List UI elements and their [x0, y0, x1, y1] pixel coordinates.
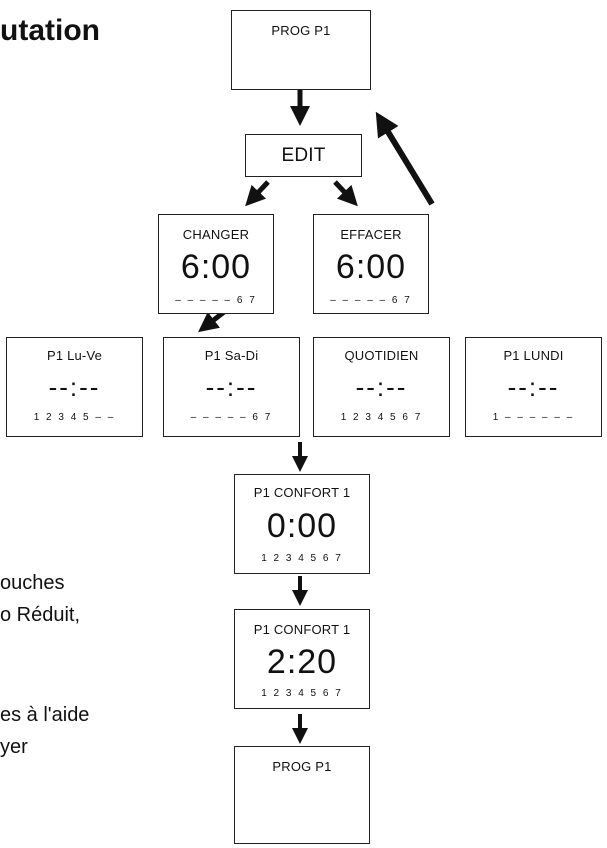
- quotidien-time: --:--: [355, 372, 408, 402]
- confort1-a-days: 1 2 3 4 5 6 7: [261, 553, 343, 564]
- p1-lundi-time: --:--: [507, 372, 560, 402]
- p1-luve-days: 1 2 3 4 5 – –: [33, 412, 116, 423]
- edit-title: EDIT: [281, 145, 326, 166]
- quotidien-title: QUOTIDIEN: [344, 348, 419, 363]
- side-text-line-1: ouches: [0, 572, 65, 594]
- arrow-effacer-to-prog: [375, 111, 435, 206]
- confort1-b-days: 1 2 3 4 5 6 7: [261, 688, 343, 699]
- effacer-box: EFFACER 6:00 – – – – – 6 7: [313, 214, 429, 314]
- side-text-line-4: yer: [0, 736, 28, 758]
- confort1-b-box: P1 CONFORT 1 2:20 1 2 3 4 5 6 7: [234, 609, 370, 709]
- prog-p1-bottom-title: PROG P1: [272, 759, 332, 774]
- p1-sadi-time: --:--: [205, 372, 258, 402]
- confort1-a-time: 0:00: [266, 507, 338, 545]
- p1-luve-box: P1 Lu-Ve --:-- 1 2 3 4 5 – –: [6, 337, 143, 437]
- p1-sadi-box: P1 Sa-Di --:-- – – – – – 6 7: [163, 337, 300, 437]
- p1-sadi-title: P1 Sa-Di: [204, 348, 259, 363]
- effacer-title: EFFACER: [340, 227, 402, 242]
- quotidien-box: QUOTIDIEN --:-- 1 2 3 4 5 6 7: [313, 337, 450, 437]
- arrow-edit-to-effacer: [333, 180, 358, 207]
- quotidien-days: 1 2 3 4 5 6 7: [340, 412, 423, 423]
- p1-lundi-box: P1 LUNDI --:-- 1 – – – – – –: [465, 337, 602, 437]
- changer-title: CHANGER: [182, 227, 250, 242]
- changer-box: CHANGER 6:00 – – – – – 6 7: [158, 214, 274, 314]
- edit-box: EDIT: [245, 134, 362, 177]
- page-heading: utation: [0, 14, 100, 47]
- effacer-days: – – – – – 6 7: [330, 295, 412, 306]
- confort1-a-box: P1 CONFORT 1 0:00 1 2 3 4 5 6 7: [234, 474, 370, 574]
- prog-p1-top-box: PROG P1: [231, 10, 371, 90]
- confort1-a-title: P1 CONFORT 1: [253, 485, 351, 500]
- prog-p1-bottom-box: PROG P1: [234, 746, 370, 844]
- changer-time: 6:00: [180, 248, 252, 286]
- p1-luve-time: --:--: [48, 372, 101, 402]
- effacer-time: 6:00: [335, 248, 407, 286]
- prog-p1-top-title: PROG P1: [271, 23, 331, 38]
- p1-sadi-days: – – – – – 6 7: [190, 412, 273, 423]
- p1-lundi-days: 1 – – – – – –: [492, 412, 575, 423]
- changer-days: – – – – – 6 7: [175, 295, 257, 306]
- confort1-b-time: 2:20: [266, 643, 338, 681]
- arrow-changer-to-sadi: [198, 310, 226, 333]
- p1-luve-title: P1 Lu-Ve: [46, 348, 103, 363]
- side-text-line-2: o Réduit,: [0, 604, 81, 626]
- confort1-b-title: P1 CONFORT 1: [253, 622, 351, 637]
- side-text-line-3: es à l'aide: [0, 704, 90, 726]
- p1-lundi-title: P1 LUNDI: [503, 348, 564, 363]
- arrow-edit-to-changer: [245, 180, 270, 207]
